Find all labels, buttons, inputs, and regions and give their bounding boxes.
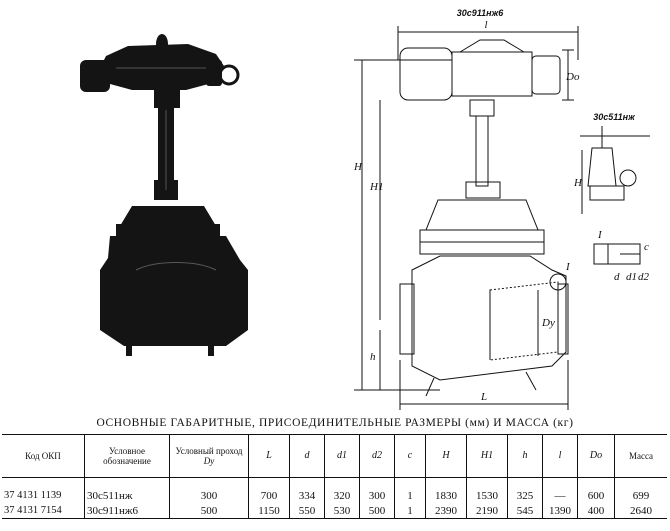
cell-L: 700	[248, 477, 290, 503]
label-L: L	[480, 391, 487, 403]
cell-designation: 30с511нж	[84, 477, 170, 503]
cell-c: 1	[394, 503, 426, 519]
cell-l: 1390	[542, 503, 578, 519]
header-designation: Условное обозначение	[84, 434, 170, 478]
header-d2: d2	[359, 434, 395, 478]
cell-dy: 300	[169, 477, 249, 503]
label-Do: Do	[565, 71, 580, 83]
header-Do: Do	[577, 434, 615, 478]
cell-L: 1150	[248, 503, 290, 519]
technical-drawing: 30с911нж6 l H H1 h L Dy Do 30с511нж H I …	[353, 8, 650, 410]
drawing-title-side: 30с511нж	[593, 112, 635, 122]
cell-H: 1830	[425, 477, 467, 503]
cell-d: 334	[289, 477, 325, 503]
label-d1: d1	[626, 271, 637, 283]
cell-mass: 699	[614, 477, 667, 503]
label-H-side: H	[573, 177, 583, 189]
cell-d: 550	[289, 503, 325, 519]
table-header-row: Код ОКП Условное обозначение Условный пр…	[2, 434, 667, 478]
cell-mass: 2640	[614, 503, 667, 519]
cell-designation: 30с911нж6	[84, 503, 170, 519]
drawing-title-main: 30с911нж6	[457, 8, 504, 18]
header-dy-line1: Условный проход	[175, 446, 243, 456]
cell-dy: 500	[169, 503, 249, 519]
cell-l: —	[542, 477, 578, 503]
cell-h: 545	[507, 503, 543, 519]
cell-d1: 320	[324, 477, 360, 503]
cell-d2: 300	[359, 477, 395, 503]
header-dy-line2: Dy	[203, 456, 215, 466]
label-c: c	[644, 241, 649, 253]
cell-H1: 2190	[466, 503, 508, 519]
cell-Do: 400	[577, 503, 615, 519]
valve-photo	[80, 34, 248, 356]
spec-table: Код ОКП Условное обозначение Условный пр…	[2, 434, 667, 519]
label-H1: H1	[369, 181, 383, 193]
header-code: Код ОКП	[2, 434, 85, 478]
header-c: c	[394, 434, 426, 478]
label-d2: d2	[638, 271, 650, 283]
header-d1: d1	[324, 434, 360, 478]
label-detail-callout: I	[565, 261, 571, 273]
header-h: h	[507, 434, 543, 478]
cell-d2: 500	[359, 503, 395, 519]
header-H: H	[425, 434, 467, 478]
cell-H: 2390	[425, 503, 467, 519]
header-H1: H1	[466, 434, 508, 478]
label-top-l: l	[484, 19, 487, 31]
label-Dy: Dy	[541, 317, 555, 329]
table-title: ОСНОВНЫЕ ГАБАРИТНЫЕ, ПРИСОЕДИНИТЕЛЬНЫЕ Р…	[96, 417, 574, 429]
cell-c: 1	[394, 477, 426, 503]
cell-H1: 1530	[466, 477, 508, 503]
table-row: 37 4131 7154 30с911нж6 500 1150 550 530 …	[2, 503, 667, 519]
label-h: h	[370, 351, 376, 363]
header-mass: Масса	[614, 434, 667, 478]
cell-d1: 530	[324, 503, 360, 519]
label-H: H	[353, 161, 363, 173]
header-d: d	[289, 434, 325, 478]
cell-code: 37 4131 1139	[4, 490, 62, 501]
label-detail: I	[597, 229, 603, 241]
cell-code: 37 4131 7154	[2, 503, 85, 519]
cell-Do: 600	[577, 477, 615, 503]
label-d: d	[614, 271, 620, 283]
header-L: L	[248, 434, 290, 478]
table-row: 37 4131 1139 30с511нж 300 700 334 320 30…	[2, 477, 667, 503]
cell-h: 325	[507, 477, 543, 503]
header-l: l	[542, 434, 578, 478]
